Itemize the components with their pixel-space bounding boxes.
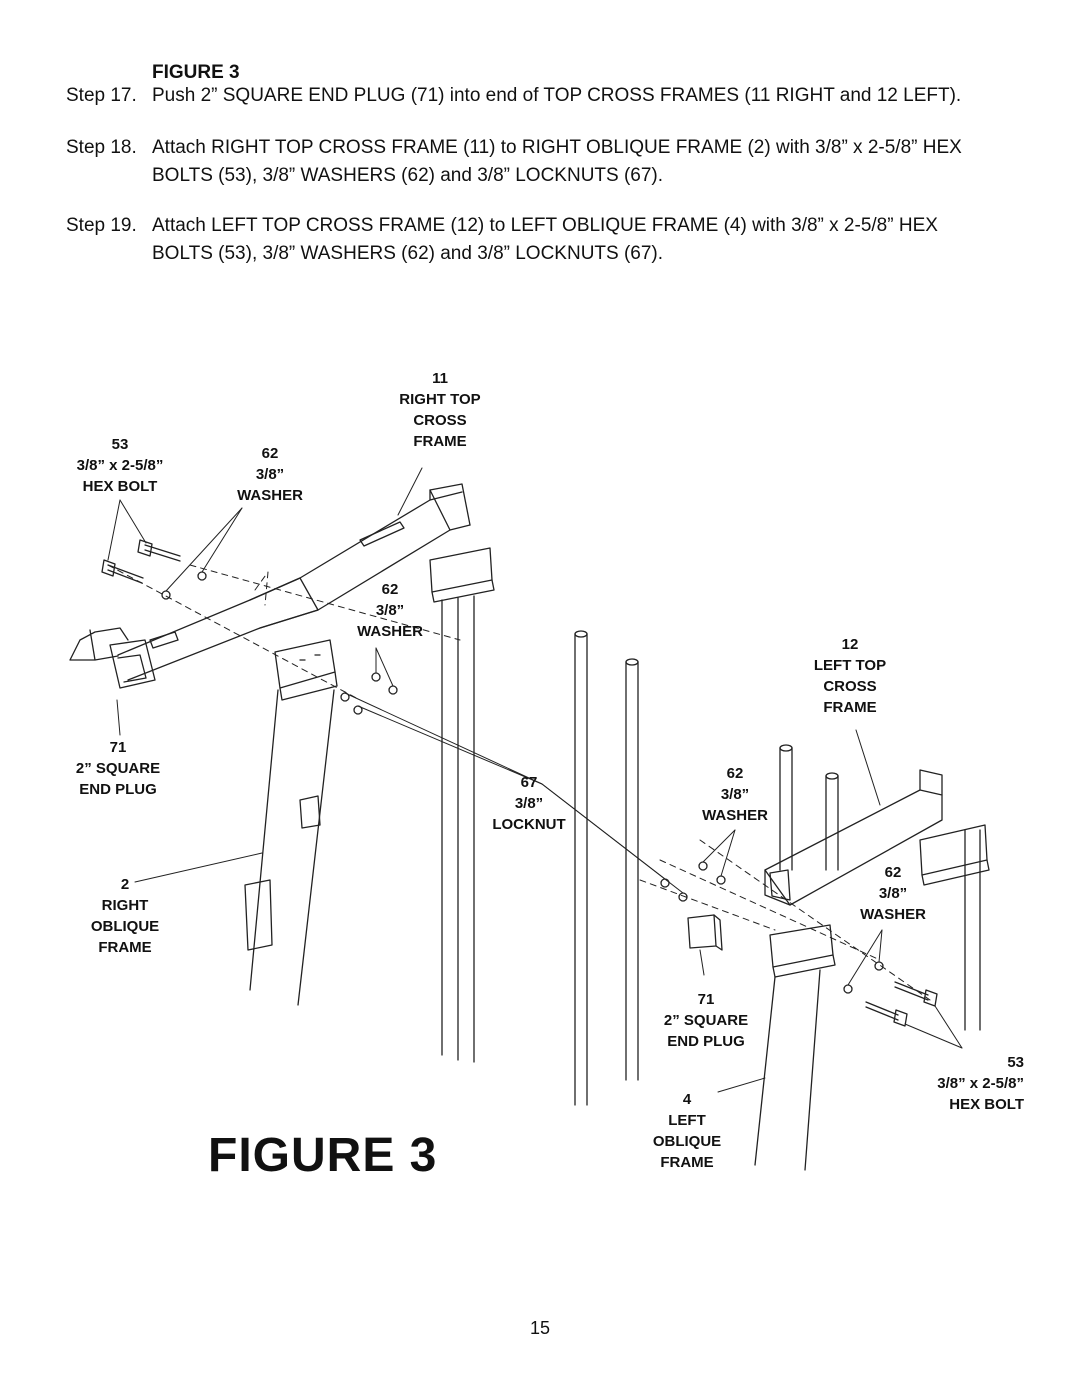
part-name: FRAME bbox=[98, 939, 152, 956]
step-text: Attach LEFT TOP CROSS FRAME (12) to LEFT… bbox=[152, 215, 938, 236]
label-locknut: 67 3/8” LOCKNUT bbox=[484, 772, 574, 835]
top-bracket bbox=[429, 547, 495, 603]
figure-caption: FIGURE 3 bbox=[208, 1129, 438, 1182]
part-name: RIGHT bbox=[101, 897, 149, 914]
label-hex-bolt-left: 53 3/8” x 2-5/8” HEX BOLT bbox=[58, 434, 182, 497]
part-size: 3/8” bbox=[375, 602, 405, 619]
left-top-cross-frame bbox=[764, 769, 990, 906]
part-name: FRAME bbox=[660, 1154, 714, 1171]
part-number: 53 bbox=[1007, 1054, 1024, 1071]
part-number: 2 bbox=[120, 876, 130, 893]
part-name: OBLIQUE bbox=[90, 918, 160, 935]
right-bracket bbox=[274, 639, 338, 701]
end-plug-left bbox=[109, 639, 156, 689]
label-washer-a: 62 3/8” WASHER bbox=[225, 443, 315, 506]
step-text: Attach RIGHT TOP CROSS FRAME (11) to RIG… bbox=[152, 137, 962, 158]
part-name: FRAME bbox=[823, 699, 877, 716]
part-size: 3/8” x 2-5/8” bbox=[937, 1075, 1024, 1092]
part-name: RIGHT TOP bbox=[399, 391, 481, 408]
label-left-top-cross-frame: 12 LEFT TOP CROSS FRAME bbox=[800, 634, 900, 718]
step-text: Push 2” SQUARE END PLUG (71) into end of… bbox=[152, 85, 962, 106]
part-name: FRAME bbox=[413, 433, 467, 450]
label-washer-c: 62 3/8” WASHER bbox=[690, 763, 780, 826]
part-name: LEFT bbox=[668, 1112, 706, 1129]
step-number: Step 19. bbox=[66, 215, 137, 236]
label-end-plug-right: 71 2” SQUARE END PLUG bbox=[648, 989, 764, 1052]
part-number: 4 bbox=[682, 1091, 692, 1108]
part-name: HEX BOLT bbox=[82, 478, 158, 495]
part-number: 62 bbox=[381, 581, 399, 598]
part-name: CROSS bbox=[823, 678, 877, 695]
part-name: WASHER bbox=[860, 906, 926, 923]
label-hex-bolt-right: 53 3/8” x 2-5/8” HEX BOLT bbox=[900, 1052, 1024, 1115]
part-number: 71 bbox=[109, 739, 127, 756]
part-name: HEX BOLT bbox=[949, 1096, 1024, 1113]
hex-bolts-left bbox=[101, 539, 181, 584]
part-name: 2” SQUARE bbox=[663, 1012, 749, 1029]
part-name: 2” SQUARE bbox=[75, 760, 161, 777]
part-size: 3/8” bbox=[255, 466, 285, 483]
right-top-cross-frame bbox=[117, 483, 471, 681]
step-text-continued: BOLTS (53), 3/8” WASHERS (62) and 3/8” L… bbox=[152, 165, 664, 186]
part-name: WASHER bbox=[702, 807, 768, 824]
part-size: 3/8” bbox=[878, 885, 908, 902]
step-19: Step 19. Attach LEFT TOP CROSS FRAME (12)… bbox=[66, 212, 1046, 268]
part-number: 53 bbox=[111, 436, 129, 453]
label-end-plug-left: 71 2” SQUARE END PLUG bbox=[60, 737, 176, 800]
step-17: Step 17. Push 2” SQUARE END PLUG (71) int… bbox=[66, 82, 1046, 110]
part-number: 67 bbox=[520, 774, 538, 791]
part-number: 11 bbox=[432, 370, 448, 387]
label-washer-d: 62 3/8” WASHER bbox=[848, 862, 938, 925]
vertical-posts bbox=[441, 595, 981, 1106]
figure-heading: FIGURE 3 bbox=[152, 62, 240, 83]
part-name: LOCKNUT bbox=[492, 816, 566, 833]
part-size: 3/8” x 2-5/8” bbox=[76, 457, 164, 474]
part-number: 62 bbox=[726, 765, 744, 782]
part-size: 3/8” bbox=[514, 795, 544, 812]
part-number: 12 bbox=[841, 636, 859, 653]
label-right-oblique-frame: 2 RIGHT OBLIQUE FRAME bbox=[78, 874, 172, 958]
label-left-oblique-frame: 4 LEFT OBLIQUE FRAME bbox=[640, 1089, 734, 1173]
part-name: END PLUG bbox=[79, 781, 157, 798]
part-name: OBLIQUE bbox=[652, 1133, 722, 1150]
part-name: WASHER bbox=[237, 487, 303, 504]
step-number: Step 18. bbox=[66, 137, 137, 158]
part-name: END PLUG bbox=[667, 1033, 745, 1050]
part-name: WASHER bbox=[357, 623, 423, 640]
part-name: LEFT TOP bbox=[813, 657, 887, 674]
step-18: Step 18. Attach RIGHT TOP CROSS FRAME (11… bbox=[66, 134, 1046, 190]
end-plug-right bbox=[687, 914, 723, 951]
part-number: 71 bbox=[697, 991, 715, 1008]
hook bbox=[69, 627, 129, 661]
step-text-continued: BOLTS (53), 3/8” WASHERS (62) and 3/8” L… bbox=[152, 243, 664, 264]
part-size: 3/8” bbox=[720, 786, 750, 803]
left-oblique-frame bbox=[754, 924, 836, 1171]
hex-bolts-right bbox=[865, 981, 938, 1027]
part-name: CROSS bbox=[413, 412, 467, 429]
part-number: 62 bbox=[884, 864, 902, 881]
step-number: Step 17. bbox=[66, 85, 137, 106]
label-washer-b: 62 3/8” WASHER bbox=[345, 579, 435, 642]
label-right-top-cross-frame: 11 RIGHT TOP CROSS FRAME bbox=[380, 368, 500, 452]
part-number: 62 bbox=[261, 445, 279, 462]
right-oblique-frame bbox=[244, 689, 335, 1006]
page-number: 15 bbox=[529, 1318, 551, 1338]
